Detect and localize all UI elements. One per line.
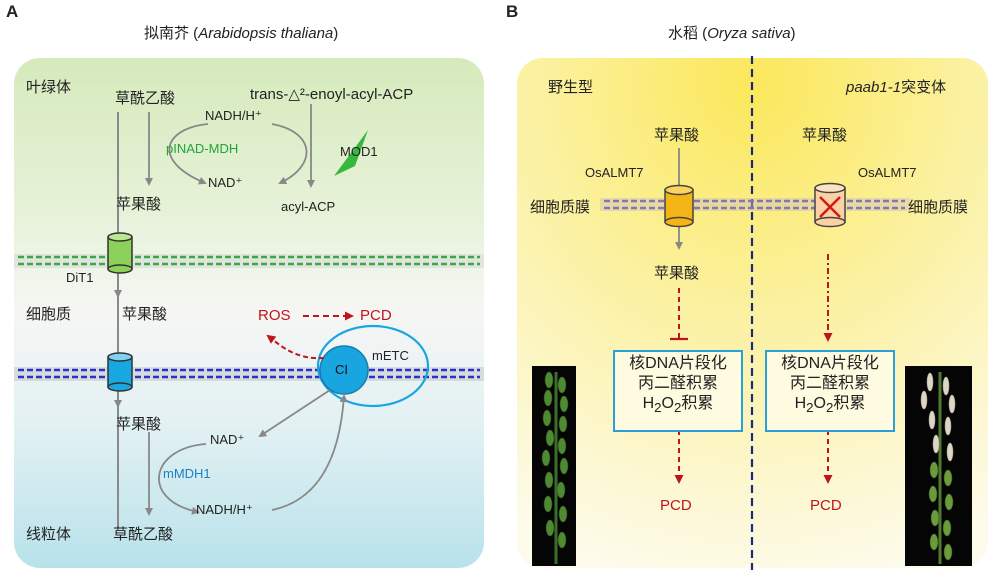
mutant-osalmt7-label: OsALMT7: [858, 165, 917, 180]
nadh-to-ci-curve: [271, 394, 348, 511]
wt-malate-top-label: 苹果酸: [654, 127, 700, 144]
panel-a-letter: A: [6, 2, 19, 21]
membrane-label-right: 细胞质膜: [908, 199, 969, 216]
mod1-nadh-curve: [271, 123, 308, 185]
wild-type-label: 野生型: [548, 79, 594, 96]
pcd-label-a: PCD: [360, 307, 392, 324]
mutant-box-line1: 核DNA片段化: [781, 355, 879, 372]
mito-nadh-label: NADH/H⁺: [196, 502, 253, 517]
membrane-label-left: 细胞质膜: [530, 199, 591, 216]
ros-label: ROS: [258, 307, 291, 324]
dit1-label: DiT1: [66, 270, 94, 285]
mmdh1-label: mMDH1: [163, 466, 211, 481]
mutant-outcome-box: 核DNA片段化 丙二醛积累 H2O2积累: [765, 350, 895, 432]
complex-i-icon: [319, 345, 369, 395]
mitochondria-label: 线粒体: [26, 526, 72, 543]
mutant-suffix: 突变体: [901, 79, 947, 96]
ci-to-nad-arrow: [258, 389, 331, 438]
chloroplast-oaa-label: 草酰乙酸: [115, 90, 176, 107]
mitochondria-membrane: [14, 367, 484, 381]
chloroplast-nadh-label: NADH/H⁺: [205, 108, 262, 123]
mutant-box-line3: H2O2积累: [794, 395, 866, 416]
wt-outcome-box: 核DNA片段化 丙二醛积累 H2O2积累: [613, 350, 743, 432]
mito-oaa-label: 草酰乙酸: [113, 526, 174, 543]
metc-label: mETC: [372, 348, 409, 363]
dit1-transporter-icon: [107, 232, 133, 274]
mito-transporter-icon: [107, 352, 133, 392]
mmdh1-curve: [158, 443, 207, 515]
mod1-wedge-icon: [334, 130, 368, 176]
mutant-label: paab1-1突变体: [846, 76, 946, 97]
cytoplasm-label: 细胞质: [26, 306, 72, 323]
panel-b-title: 水稻 (Oryza sativa): [668, 25, 796, 42]
wt-pcd-label: PCD: [660, 497, 692, 514]
mutant-allele: paab1-1: [846, 79, 902, 96]
panel-b-background: [517, 58, 988, 568]
panel-a-background: [14, 58, 484, 568]
plasma-membrane: [600, 198, 910, 211]
acyl-acp-label: acyl-ACP: [281, 199, 336, 214]
wt-malate-in-label: 苹果酸: [654, 265, 700, 282]
chloroplast-nad-label: NAD⁺: [208, 175, 243, 190]
wt-box-line1: 核DNA片段化: [629, 355, 727, 372]
chloroplast-label: 叶绿体: [26, 79, 72, 96]
chloroplast-membrane: [14, 254, 484, 268]
chloroplast-malate-label: 苹果酸: [116, 196, 162, 213]
mito-malate-label: 苹果酸: [116, 416, 162, 433]
wt-rice-panicle-image: [532, 366, 576, 566]
mutant-malate-top-label: 苹果酸: [802, 127, 848, 144]
panel-a-title: 拟南芥 (Arabidopsis thaliana): [144, 25, 339, 42]
enoyl-acyl-acp-label: trans-△²-enoyl-acyl-ACP: [250, 86, 414, 103]
pinad-mdh-label: pINAD-MDH: [166, 141, 239, 156]
mutant-pcd-label: PCD: [810, 497, 842, 514]
mutant-osalmt7-blocked-icon: [814, 182, 846, 228]
panel-a-title-latin: Arabidopsis thaliana: [198, 25, 334, 42]
mutant-box-line2: 丙二醛积累: [789, 375, 870, 392]
wt-osalmt7-label: OsALMT7: [585, 165, 644, 180]
panel-b-letter: B: [506, 2, 519, 21]
panel-b-title-cn: 水稻: [668, 25, 699, 42]
panel-b-title-latin: Oryza sativa: [707, 25, 791, 42]
wt-box-line2: 丙二醛积累: [637, 375, 718, 392]
panel-a-title-cn: 拟南芥: [144, 25, 190, 42]
wt-osalmt7-transporter-icon: [664, 184, 694, 228]
wt-box-line3: H2O2积累: [642, 395, 714, 416]
mod1-label: MOD1: [340, 144, 378, 159]
mito-nad-label: NAD⁺: [210, 432, 245, 447]
ci-to-ros-arrow: [266, 334, 325, 360]
complex-i-label: CI: [335, 362, 348, 377]
mutant-rice-panicle-image: [905, 366, 972, 566]
metc-ellipse: [316, 324, 430, 408]
pl-nadh-curve: [168, 123, 209, 185]
cytoplasm-malate-label: 苹果酸: [122, 306, 168, 323]
